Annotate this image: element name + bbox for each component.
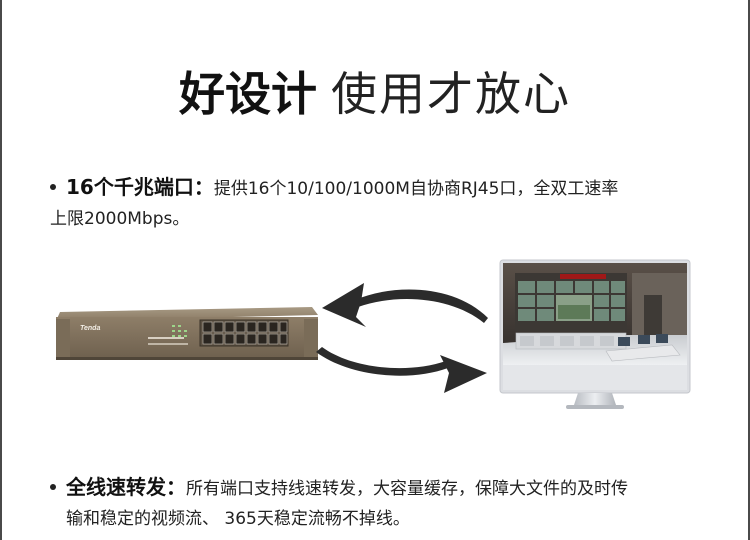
- feature-text: 提供16个10/100/1000M自协商RJ45口，全双工速率: [213, 179, 619, 199]
- right-border: [748, 0, 750, 540]
- left-border: [0, 0, 2, 540]
- feature-ports: 16个千兆端口：提供16个10/100/1000M自协商RJ45口，全双工速率 …: [50, 172, 700, 234]
- headline: 好设计使用才放心: [0, 64, 750, 124]
- feature-forwarding: 全线速转发：所有端口支持线速转发，大容量缓存，保障大文件的及时传 输和稳定的视频…: [50, 472, 700, 534]
- video-wall: [515, 273, 627, 331]
- arrow-right-icon: [316, 347, 487, 393]
- bullet-icon: [50, 184, 56, 190]
- network-switch: Tenda: [56, 307, 318, 360]
- monitor: [499, 259, 691, 409]
- feature-text-cont: 上限2000Mbps。: [50, 209, 190, 229]
- headline-light: 使用才放心: [331, 67, 571, 121]
- feature-text: 所有端口支持线速转发，大容量缓存，保障大文件的及时传: [186, 479, 628, 499]
- feature-label: 16个千兆端口：: [66, 175, 214, 199]
- headline-bold: 好设计: [179, 67, 317, 121]
- arrow-left-icon: [322, 283, 488, 327]
- bullet-icon: [50, 484, 56, 490]
- feature-text-cont: 输和稳定的视频流、 365天稳定流畅不掉线。: [66, 509, 410, 529]
- feature-label: 全线速转发：: [66, 475, 186, 499]
- brand-logo: Tenda: [80, 325, 100, 332]
- illustration: Tenda: [56, 259, 691, 409]
